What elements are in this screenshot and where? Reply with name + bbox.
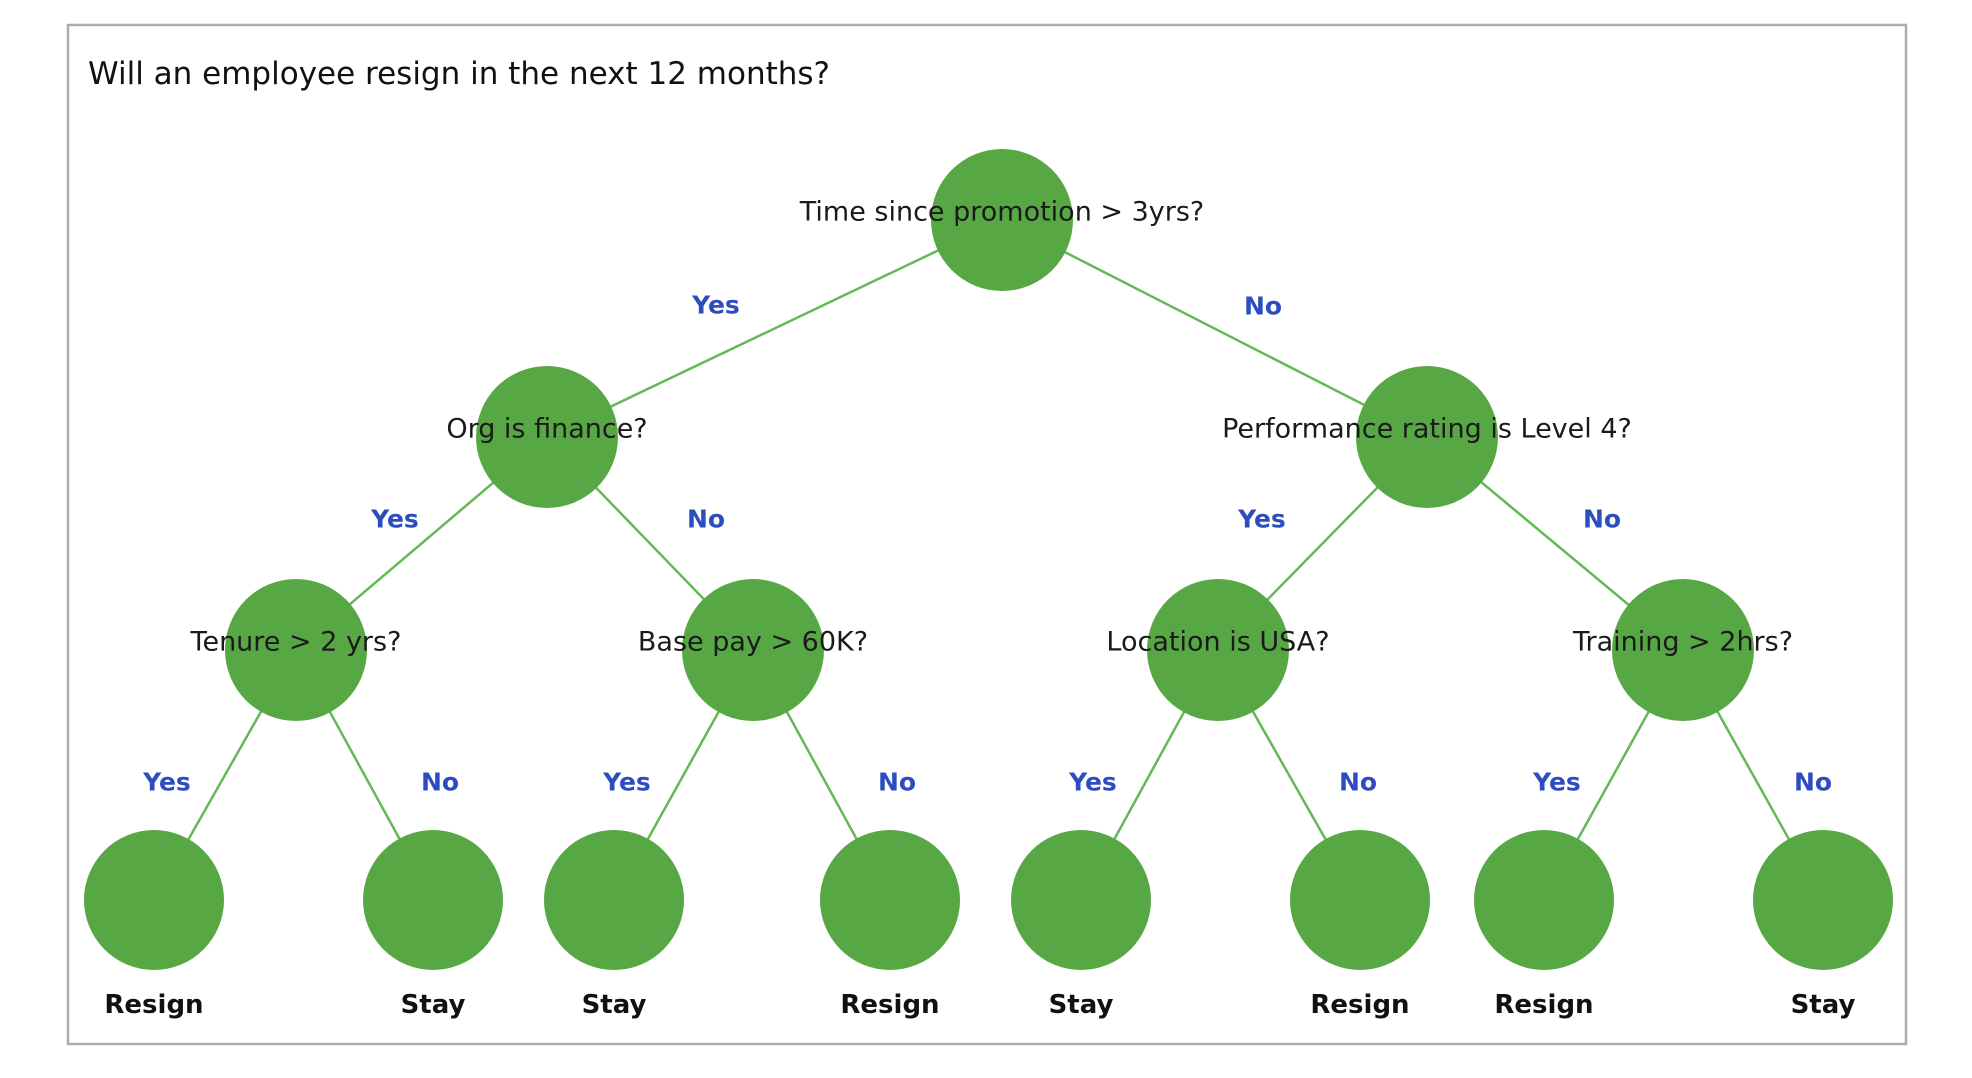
edge-label-perf-location: Yes (1237, 505, 1286, 534)
edge-label-training-leaf8: No (1794, 768, 1832, 797)
edge-label-org-basepay: No (687, 505, 725, 534)
edge-label-basepay-leaf3: Yes (602, 768, 651, 797)
edge-root-perf (1001, 218, 1428, 439)
edge-label-org-tenure: Yes (370, 505, 419, 534)
node-label-perf: Performance rating is Level 4? (1222, 414, 1632, 445)
node-circle-leaf1 (84, 830, 224, 970)
edge-label-location-leaf5: Yes (1068, 768, 1117, 797)
node-circle-training (1612, 579, 1754, 721)
node-circle-org (476, 366, 618, 508)
node-label-location: Location is USA? (1106, 627, 1329, 658)
edge-label-root-org: Yes (691, 291, 740, 320)
leaf-label-leaf1: Resign (104, 990, 203, 1020)
leaf-label-leaf7: Resign (1494, 990, 1593, 1020)
node-circle-leaf5 (1011, 830, 1151, 970)
node-circle-leaf3 (544, 830, 684, 970)
node-circle-root (931, 149, 1073, 291)
node-label-training: Training > 2hrs? (1572, 627, 1793, 658)
tree-nodes-layer (84, 149, 1893, 970)
leaf-label-leaf8: Stay (1791, 990, 1856, 1020)
node-circle-leaf8 (1753, 830, 1893, 970)
node-label-tenure: Tenure > 2 yrs? (190, 627, 402, 658)
leaf-label-leaf5: Stay (1049, 990, 1114, 1020)
edge-label-perf-training: No (1583, 505, 1621, 534)
node-circle-leaf6 (1290, 830, 1430, 970)
edge-label-root-perf: No (1244, 292, 1282, 321)
leaf-label-leaf6: Resign (1310, 990, 1409, 1020)
leaf-label-leaf4: Resign (840, 990, 939, 1020)
figure-title: Will an employee resign in the next 12 m… (88, 56, 830, 92)
edge-label-training-leaf7: Yes (1532, 768, 1581, 797)
node-label-root: Time since promotion > 3yrs? (799, 197, 1205, 228)
node-circle-location (1147, 579, 1289, 721)
edge-label-tenure-leaf1: Yes (142, 768, 191, 797)
node-label-org: Org is finance? (446, 414, 647, 445)
leaf-label-leaf2: Stay (401, 990, 466, 1020)
edge-label-tenure-leaf2: No (421, 768, 459, 797)
node-circle-basepay (682, 579, 824, 721)
node-circle-perf (1356, 366, 1498, 508)
node-circle-leaf4 (820, 830, 960, 970)
node-label-basepay: Base pay > 60K? (638, 627, 868, 658)
node-circle-leaf7 (1474, 830, 1614, 970)
edge-label-basepay-leaf4: No (878, 768, 916, 797)
node-circle-leaf2 (363, 830, 503, 970)
node-circle-tenure (225, 579, 367, 721)
edge-label-location-leaf6: No (1339, 768, 1377, 797)
tree-labels-layer: Time since promotion > 3yrs? Org is finan… (104, 197, 1855, 1021)
edge-root-org (546, 218, 1003, 439)
leaf-label-leaf3: Stay (582, 990, 647, 1020)
